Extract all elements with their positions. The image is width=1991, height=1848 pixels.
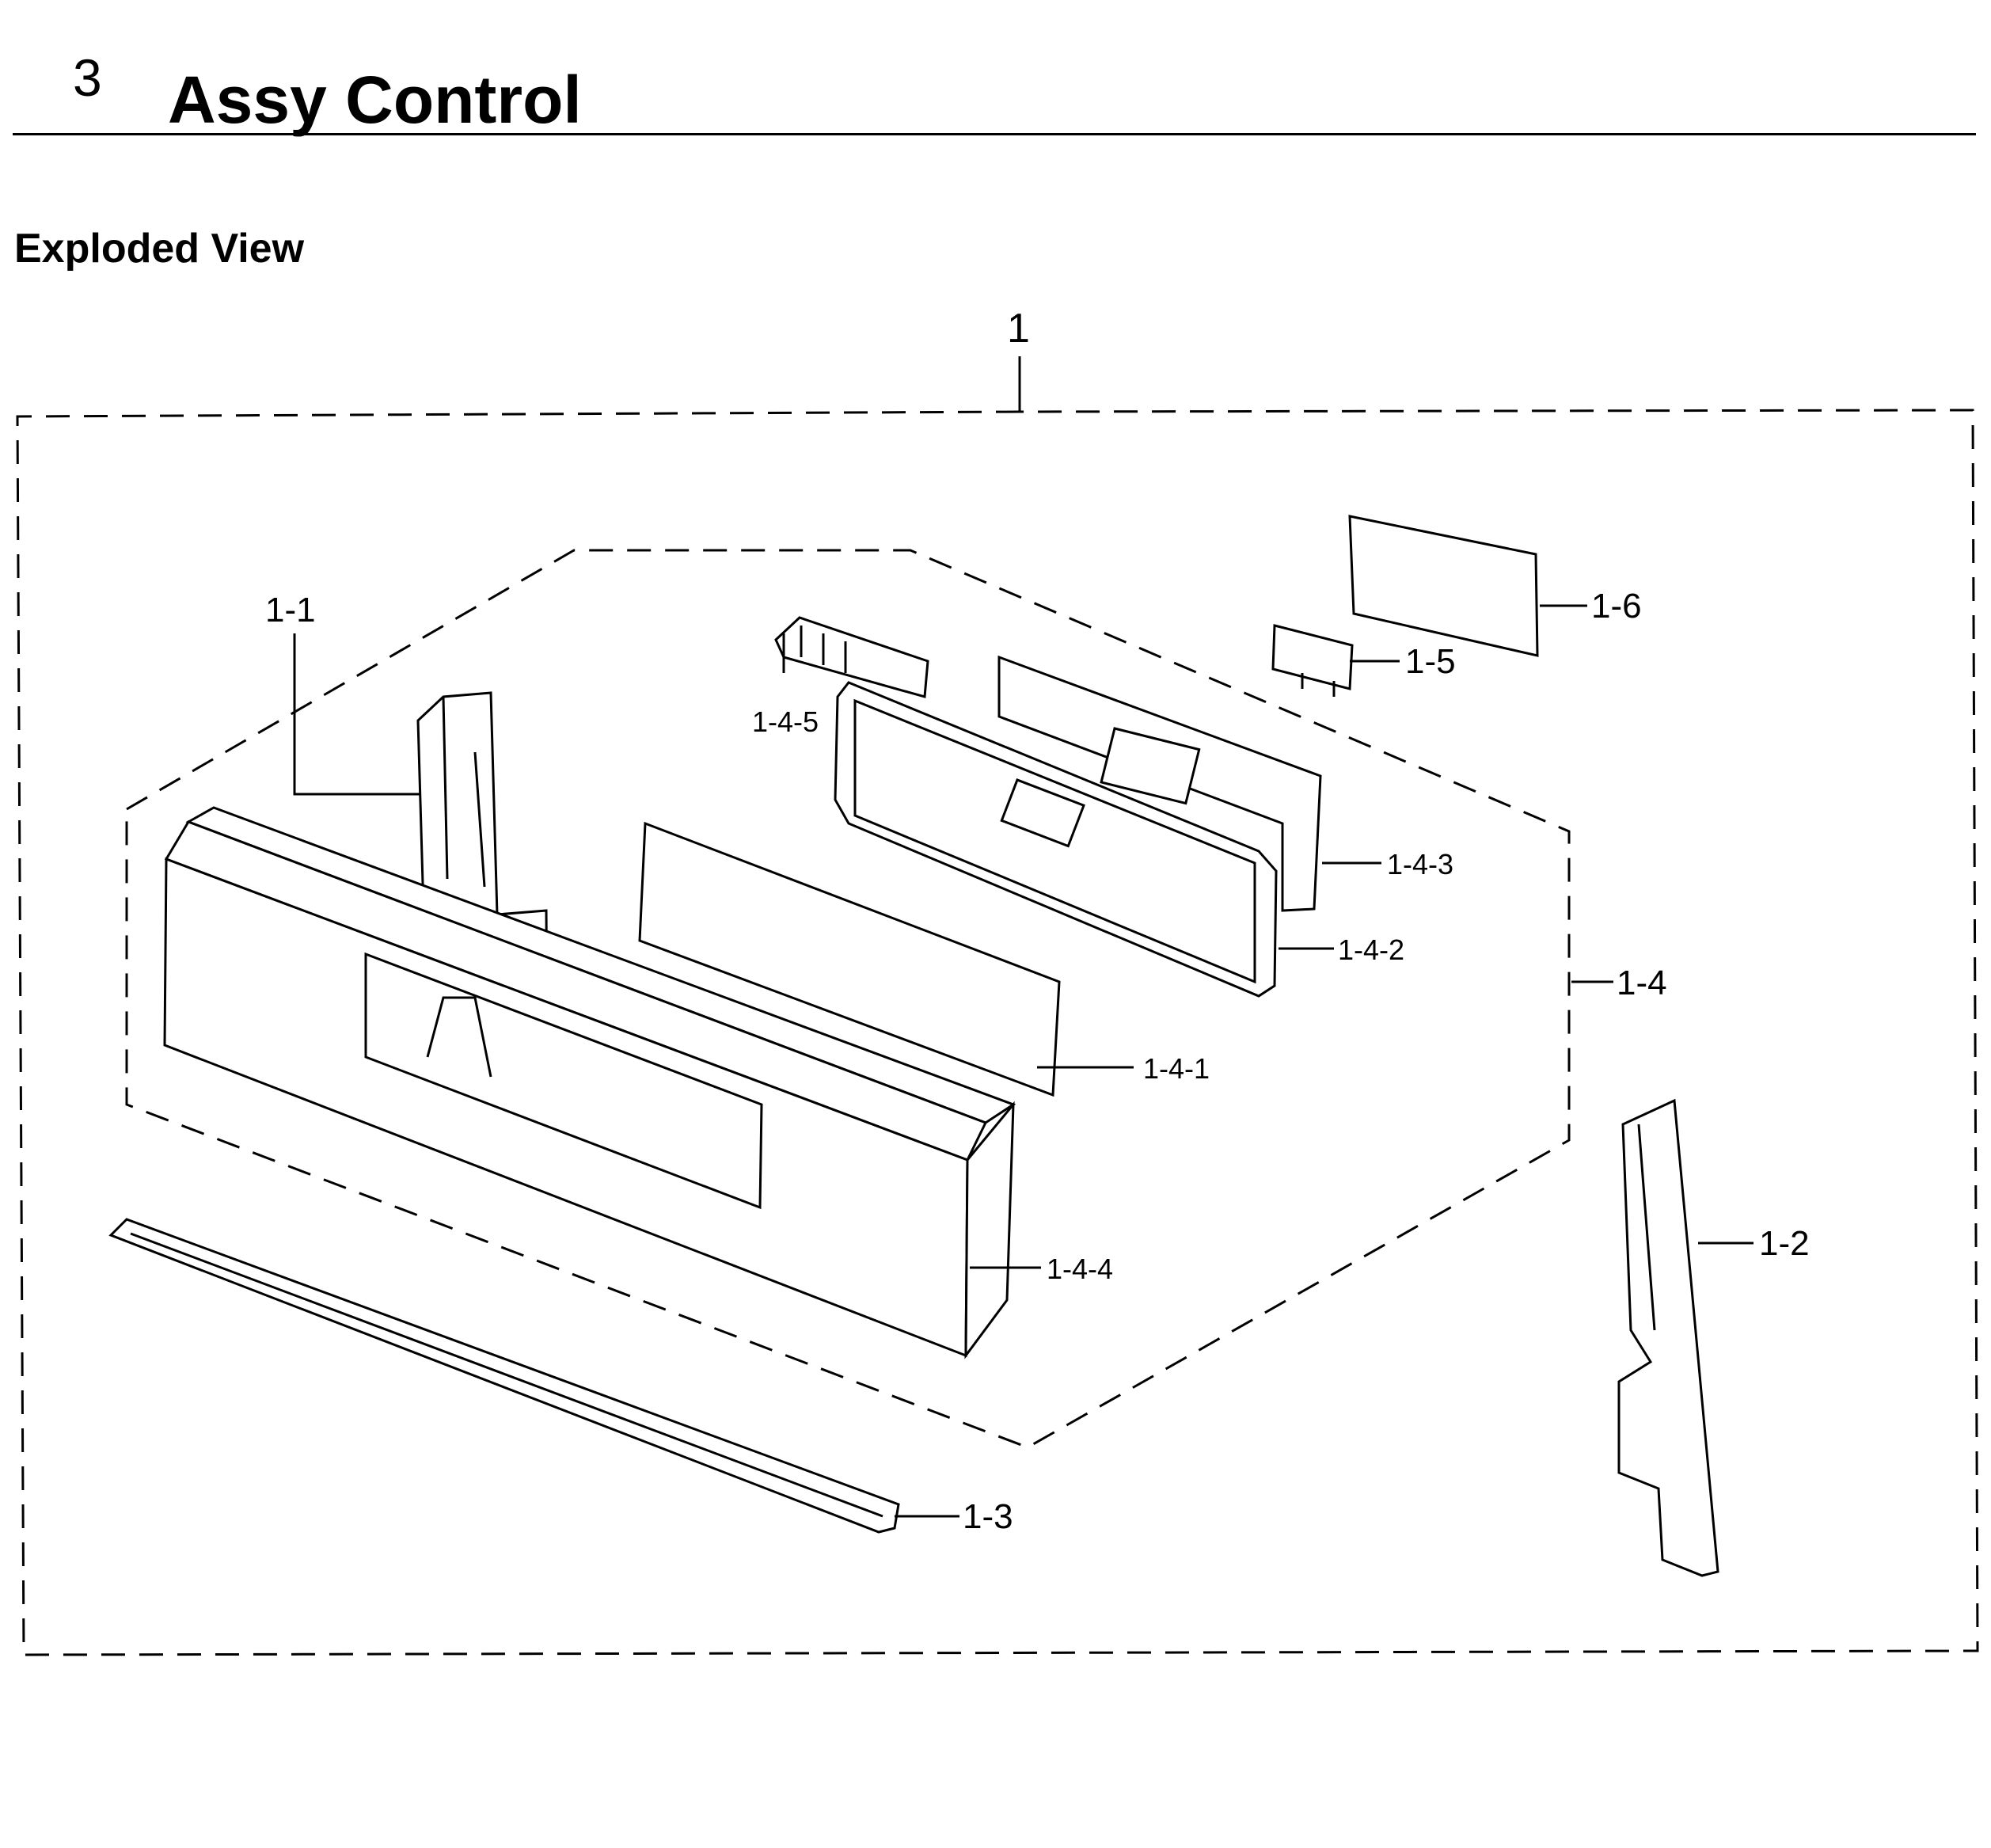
part-1-4-5-connector [774,616,929,698]
callout-1-4: 1-4 [1617,964,1667,1002]
part-1-5-module [1271,624,1354,697]
part-1-4-1-window [638,821,1061,1097]
leader-1-1 [293,633,420,796]
callout-1-4-5: 1-4-5 [752,705,819,738]
callout-1-4-1: 1-4-1 [1143,1052,1210,1085]
callout-1: 1 [1007,306,1030,352]
subheading: Exploded View [14,226,305,272]
part-1-4-3-pcb [997,655,1322,912]
callout-1-4-4: 1-4-4 [1047,1253,1113,1285]
part-1-4-2-frame [834,681,1278,998]
part-1-4-4-panel [163,806,1016,1359]
assembly-1-4-boundary [125,549,1571,1449]
title-rule [13,133,1976,135]
callout-1-1: 1-1 [265,591,316,629]
leader-lines [293,604,1754,1518]
part-1-2-bracket [1617,1098,1719,1577]
callout-1-4-3: 1-4-3 [1387,848,1453,880]
callout-1-4-2: 1-4-2 [1338,934,1404,966]
assembly-1-boundary [16,409,1979,1656]
section-number: 3 [73,48,102,107]
callout-1-6: 1-6 [1591,587,1642,626]
section-title: Assy Control [168,63,582,137]
part-1-6-plate [1348,515,1539,657]
callout-1-5: 1-5 [1405,642,1456,681]
callout-1-2: 1-2 [1759,1224,1810,1263]
callout-1-3: 1-3 [963,1497,1013,1536]
